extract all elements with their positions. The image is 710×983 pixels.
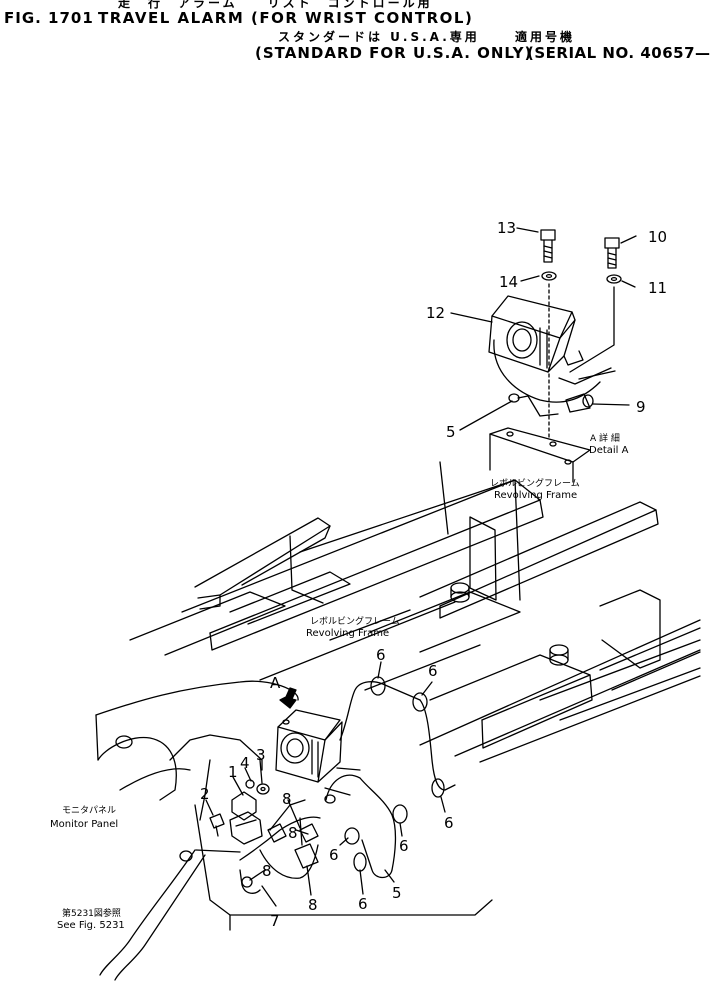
- view-a-arrow-icon: [279, 687, 297, 709]
- connector-9-icon: [565, 393, 594, 413]
- monitor-panel-area: [95, 680, 493, 931]
- callout-12: 12: [426, 304, 445, 322]
- callout-6-d: 6: [399, 837, 409, 855]
- header-japanese-standard: スタンダードは U.S.A.専用: [278, 30, 480, 44]
- view-a-letter: A: [270, 674, 281, 692]
- callout-8-c: 8: [262, 862, 272, 880]
- see-fig-label-jp: 第5231図参照: [62, 907, 121, 919]
- detail-a-label-jp: A 詳 細: [590, 432, 620, 444]
- figure-number: FIG. 1701: [4, 9, 94, 27]
- see-fig-label: See Fig. 5231: [57, 920, 125, 931]
- revolving-frame-detail: [489, 427, 591, 483]
- main-leaders: [249, 661, 446, 907]
- serial-number-note: (SERIAL NO. 40657—): [527, 44, 710, 62]
- callout-9: 9: [636, 398, 646, 416]
- detail-frame-label: Revolving Frame: [494, 490, 577, 501]
- callout-10: 10: [648, 228, 667, 246]
- standard-note: (STANDARD FOR U.S.A. ONLY): [255, 44, 533, 62]
- callout-14: 14: [499, 273, 518, 291]
- switch-assembly-icon: [205, 759, 270, 845]
- washer-11-icon: [606, 274, 622, 284]
- callout-8-b: 8: [288, 824, 298, 842]
- callout-13: 13: [497, 219, 516, 237]
- callout-6-a: 6: [376, 646, 386, 664]
- callout-6-c: 6: [444, 814, 454, 832]
- figure-title: TRAVEL ALARM (FOR WRIST CONTROL): [98, 9, 474, 27]
- callout-4: 4: [240, 754, 250, 772]
- main-frame-label: Revolving Frame: [306, 628, 389, 639]
- callout-1: 1: [228, 763, 238, 781]
- callout-5-detail: 5: [446, 423, 456, 441]
- header-japanese-serial: 適用号機: [515, 30, 576, 44]
- revolving-frame-main: [129, 461, 701, 763]
- detail-a-view: [450, 227, 637, 483]
- monitor-panel-label-jp: モニタパネル: [62, 805, 116, 816]
- callout-11: 11: [648, 279, 667, 297]
- header-japanese-title: 走 行 アラーム リスト コントロール用: [118, 0, 433, 10]
- clamp-6-icons: [344, 676, 445, 872]
- callout-8-a: 8: [282, 790, 292, 808]
- callout-6-e: 6: [329, 846, 339, 864]
- callout-5-main: 5: [392, 884, 402, 902]
- callout-6-f: 6: [358, 895, 368, 913]
- callout-8-d: 8: [308, 896, 318, 914]
- detail-a-label: Detail A: [589, 445, 629, 456]
- travel-alarm-main-icon: [275, 709, 343, 783]
- callout-6-b: 6: [428, 662, 438, 680]
- callout-2: 2: [200, 785, 210, 803]
- callout-7: 7: [270, 912, 280, 930]
- bolt-13-icon: [540, 229, 556, 263]
- bolt-10-icon: [604, 237, 620, 269]
- main-frame-label-jp: レボルビングフレーム: [310, 615, 400, 627]
- detail-frame-label-jp: レボルビングフレーム: [490, 477, 580, 489]
- washer-14-icon: [541, 271, 557, 281]
- connector-8-icons: [179, 794, 336, 888]
- travel-alarm-12-icon: [488, 295, 576, 373]
- callout-3: 3: [256, 746, 266, 764]
- monitor-panel-label: Monitor Panel: [50, 819, 118, 830]
